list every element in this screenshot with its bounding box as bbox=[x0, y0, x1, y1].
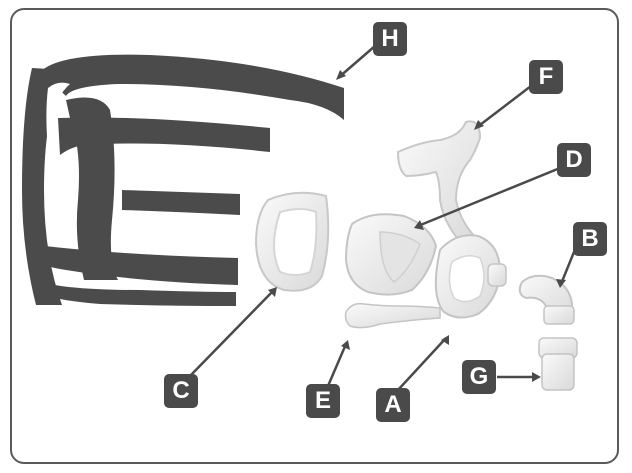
swivel-icon bbox=[538, 337, 578, 391]
leader-line-h bbox=[337, 45, 376, 79]
arrowhead-b bbox=[556, 279, 566, 288]
label-h: H bbox=[373, 22, 407, 56]
headgear-strap-icon bbox=[22, 54, 344, 306]
label-b: B bbox=[573, 222, 607, 256]
arrowhead-a bbox=[441, 335, 449, 345]
foam-insert-icon bbox=[344, 213, 438, 296]
label-c: C bbox=[164, 374, 198, 408]
arrowhead-f bbox=[474, 120, 484, 130]
leader-lines bbox=[189, 45, 576, 391]
leader-line-c bbox=[189, 289, 275, 377]
mask-frame-icon bbox=[434, 234, 507, 319]
leader-line-f bbox=[475, 85, 532, 129]
leader-line-d bbox=[417, 166, 561, 228]
label-e: E bbox=[306, 384, 340, 418]
leader-line-b bbox=[559, 251, 576, 285]
elbow-icon bbox=[518, 274, 575, 325]
label-a: A bbox=[376, 388, 410, 422]
label-g: G bbox=[462, 360, 496, 394]
arrowhead-c bbox=[268, 287, 277, 297]
label-f: F bbox=[529, 60, 563, 94]
arrowhead-h bbox=[336, 70, 346, 80]
arrowhead-g bbox=[532, 372, 541, 382]
headgear-clip-icon bbox=[344, 302, 441, 329]
label-d: D bbox=[557, 143, 591, 177]
leader-arrowheads bbox=[268, 70, 566, 382]
mask-cushion-icon bbox=[254, 191, 330, 292]
arrowhead-e bbox=[341, 340, 350, 350]
arrowhead-d bbox=[414, 220, 424, 230]
forehead-support-icon bbox=[396, 120, 482, 250]
leader-line-a bbox=[397, 337, 447, 391]
leader-line-e bbox=[326, 343, 348, 387]
